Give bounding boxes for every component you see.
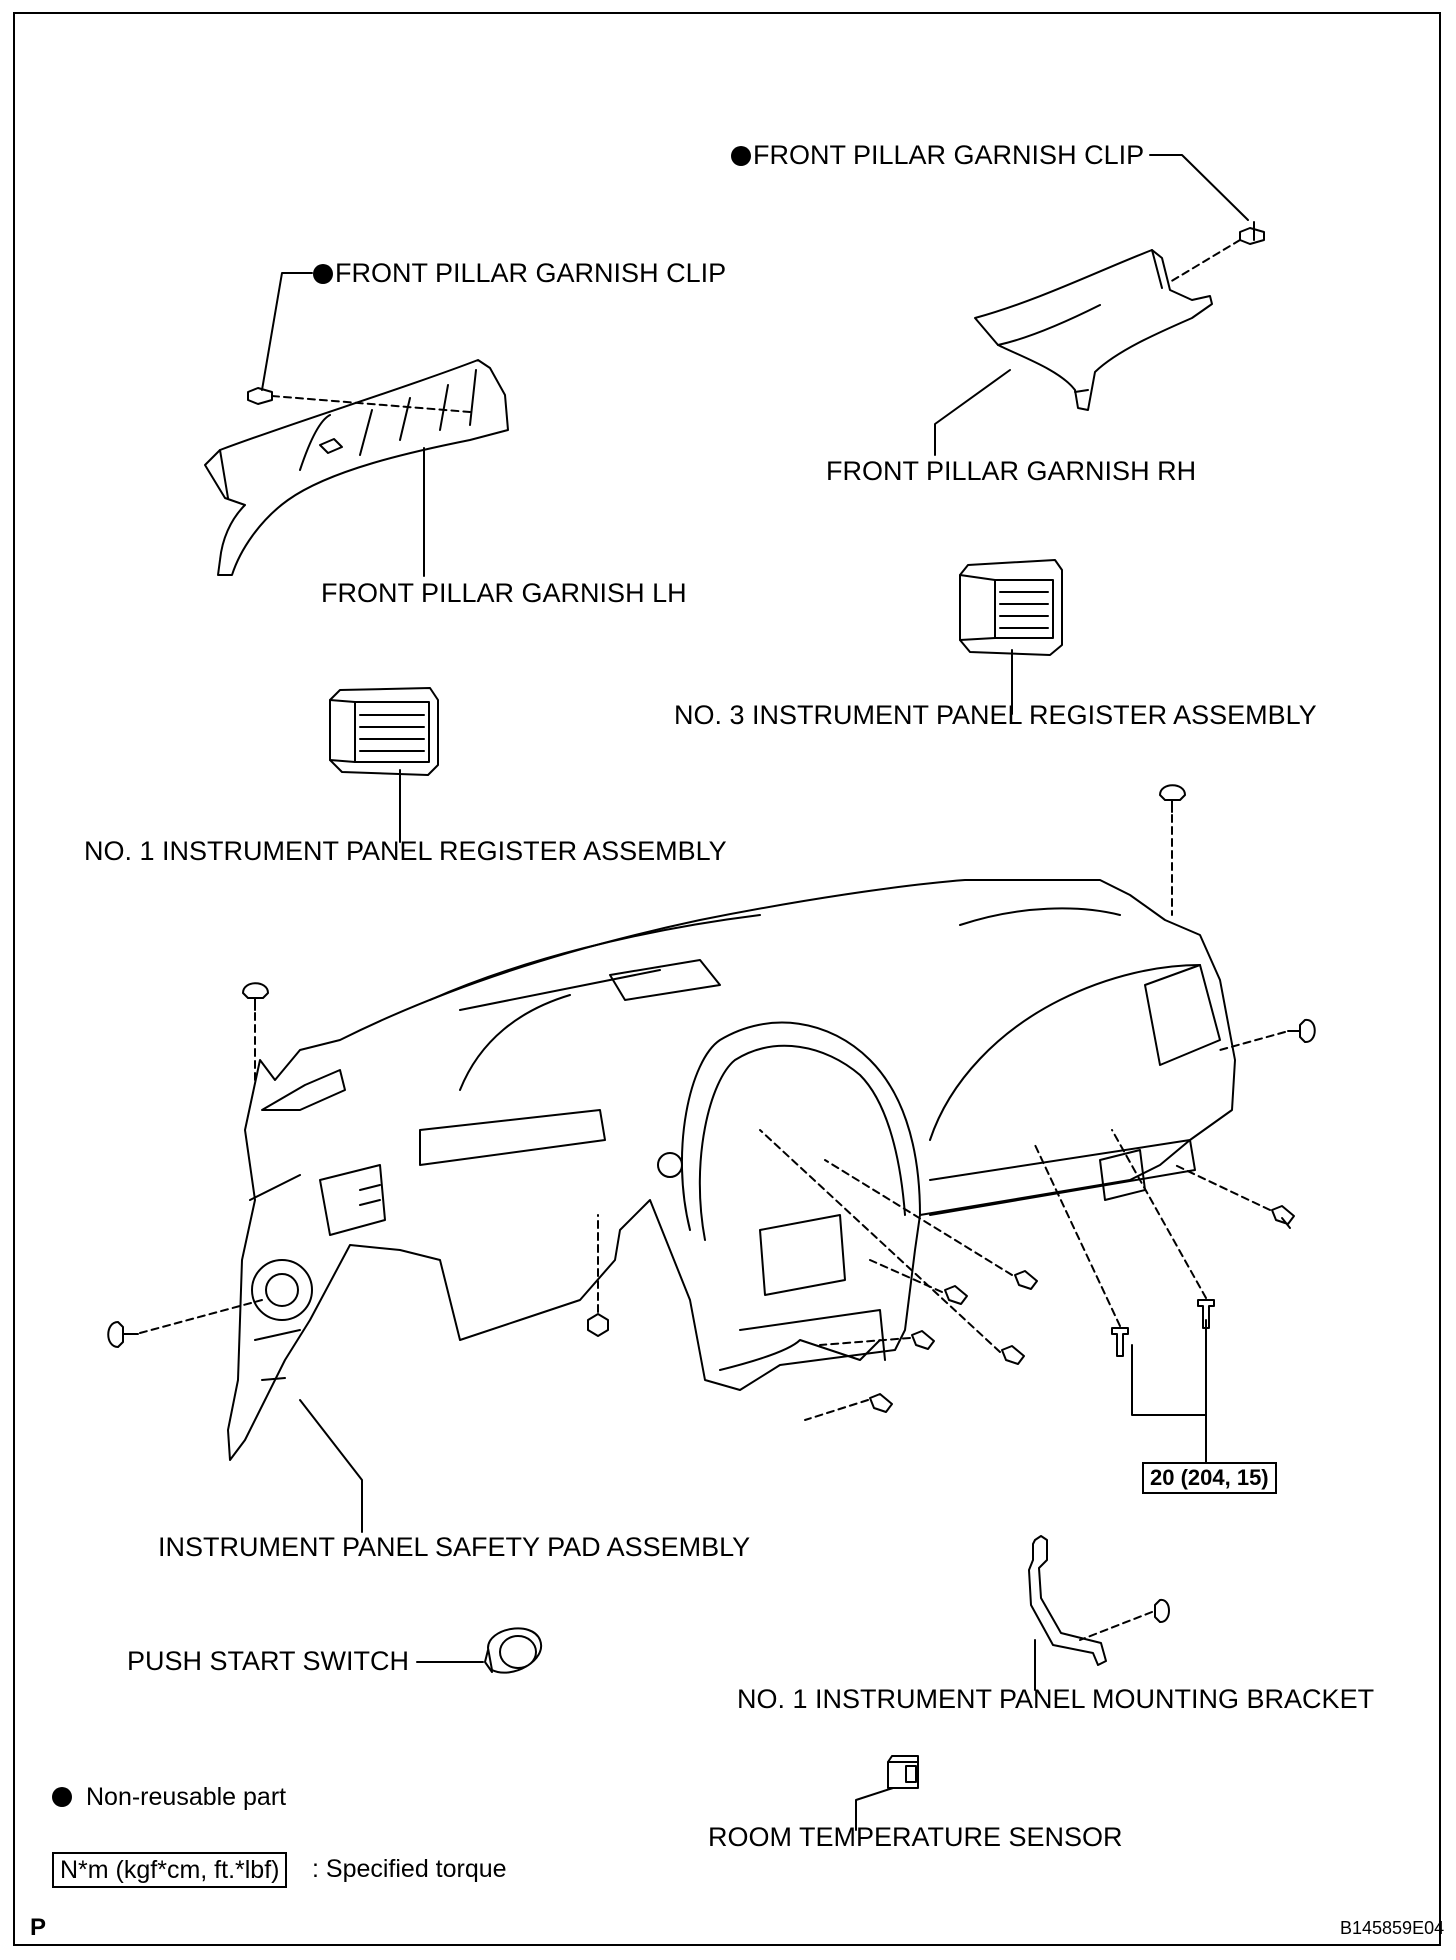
nut-left	[587, 1313, 609, 1337]
legend-torque-unit: N*m (kgf*cm, ft.*lbf)	[52, 1852, 288, 1888]
clip-top-left	[242, 982, 269, 1011]
safety-pad-assembly	[227, 879, 1236, 1461]
clip-rh-dashline	[1169, 239, 1241, 283]
label-safety-pad: INSTRUMENT PANEL SAFETY PAD ASSEMBLY	[158, 1532, 751, 1562]
non-reusable-dot-icon	[52, 1787, 72, 1807]
leader-clip-lh	[261, 272, 313, 391]
diagram-frame	[13, 12, 1441, 1946]
bolts	[869, 1205, 1295, 1413]
dash-torque-bolts	[1034, 1129, 1207, 1327]
torque-bracket-line	[1131, 1319, 1207, 1416]
front-pillar-garnish-rh	[974, 249, 1213, 411]
label-garnish-rh: FRONT PILLAR GARNISH RH	[826, 456, 1197, 486]
dash-bolt-lines	[759, 1129, 1271, 1421]
clip-rh	[1239, 221, 1265, 245]
legend-torque-desc: : Specified torque	[312, 1855, 507, 1883]
dash-left-side	[139, 1299, 263, 1334]
label-mounting-bracket: NO. 1 INSTRUMENT PANEL MOUNTING BRACKET	[737, 1684, 1375, 1714]
figure-id: B145859E04	[1340, 1918, 1445, 1938]
clip-top-right	[1159, 784, 1186, 813]
clip-left-side	[107, 1321, 139, 1348]
dash-bracket-clip	[1079, 1611, 1153, 1641]
non-reusable-dot-icon	[313, 264, 333, 284]
leader-garnish-rh	[934, 369, 1011, 456]
room-temperature-sensor	[887, 1755, 919, 1789]
label-garnish-lh: FRONT PILLAR GARNISH LH	[321, 578, 687, 608]
bracket-clip	[1154, 1598, 1170, 1623]
dash-right-side	[1219, 1031, 1286, 1051]
clip-lh	[247, 387, 273, 405]
torque-bolts	[1111, 1299, 1215, 1357]
label-clip-lh: FRONT PILLAR GARNISH CLIP	[313, 258, 726, 288]
corner-letter: P	[30, 1914, 47, 1941]
clip-right-side	[1287, 1018, 1316, 1044]
leader-clip-rh	[1149, 154, 1249, 221]
torque-spec-box: 20 (204, 15)	[1142, 1462, 1277, 1494]
label-register-1: NO. 1 INSTRUMENT PANEL REGISTER ASSEMBLY	[84, 836, 727, 866]
register-no1	[329, 687, 439, 776]
label-room-temp: ROOM TEMPERATURE SENSOR	[708, 1822, 1123, 1852]
leader-safety-pad	[299, 1399, 363, 1533]
push-start-switch	[484, 1627, 543, 1674]
leader-room-temp	[855, 1787, 894, 1831]
clip-lh-dashline	[271, 395, 471, 413]
mounting-bracket	[1028, 1535, 1107, 1666]
legend-non-reusable: Non-reusable part	[52, 1782, 286, 1812]
label-register-3: NO. 3 INSTRUMENT PANEL REGISTER ASSEMBLY	[674, 700, 1317, 730]
non-reusable-dot-icon	[731, 146, 751, 166]
label-clip-rh: FRONT PILLAR GARNISH CLIP	[731, 140, 1144, 170]
register-no3	[959, 559, 1063, 656]
label-push-start: PUSH START SWITCH	[127, 1646, 410, 1676]
